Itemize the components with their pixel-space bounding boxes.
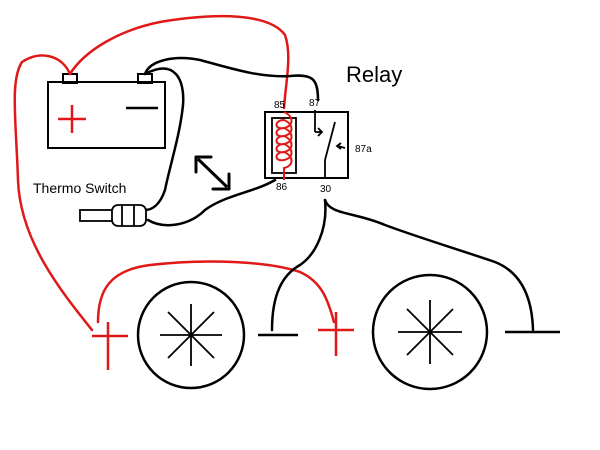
relay-coil (275, 111, 293, 180)
fan2-plus-sign (318, 312, 354, 356)
relay-pin-87: 87 (309, 98, 321, 109)
negative-wires (143, 56, 535, 332)
double-arrow-icon (194, 155, 231, 191)
relay-pin-87a: 87a (355, 144, 372, 155)
relay-switch-contacts (314, 110, 346, 178)
thermo-switch-label: Thermo Switch (33, 180, 126, 196)
fan1-plus-sign (92, 322, 128, 370)
thermo-switch-icon (79, 204, 147, 227)
relay-pin-86: 86 (276, 182, 288, 193)
relay-pin-30: 30 (320, 184, 332, 195)
relay-icon (264, 110, 349, 180)
fan-icon-2 (371, 273, 489, 391)
fan-icon (136, 280, 246, 390)
battery-plus-sign (58, 105, 86, 133)
relay-title: Relay (346, 62, 402, 87)
positive-wires (13, 15, 336, 332)
battery-icon (47, 73, 166, 149)
relay-pin-85: 85 (274, 100, 286, 111)
